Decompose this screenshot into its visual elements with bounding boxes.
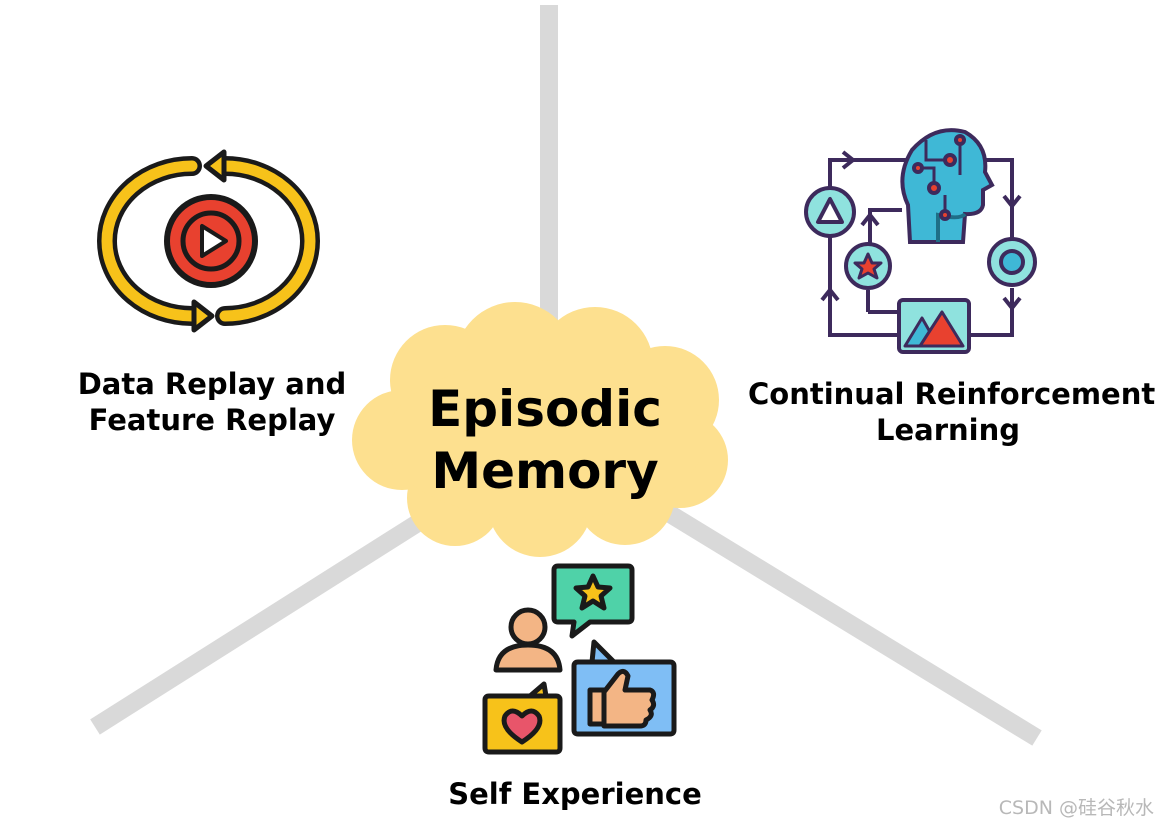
social-feedback-icon bbox=[482, 563, 677, 755]
replay-cycle-icon bbox=[97, 149, 320, 333]
center-title: Episodic Memory bbox=[415, 378, 675, 502]
label-data-replay: Data Replay and Feature Replay bbox=[62, 366, 362, 439]
watermark: CSDN @硅谷秋水 bbox=[998, 797, 1154, 819]
label-data-replay-line2: Feature Replay bbox=[88, 403, 336, 438]
label-continual-rl-line2: Learning bbox=[875, 413, 1020, 448]
label-continual-rl: Continual Reinforcement Learning bbox=[748, 376, 1156, 449]
center-title-line1: Episodic bbox=[428, 380, 662, 438]
label-data-replay-line1: Data Replay and bbox=[77, 367, 347, 401]
ai-head-cycle-icon bbox=[804, 128, 1037, 354]
label-self-experience: Self Experience bbox=[420, 776, 730, 812]
label-continual-rl-line1: Continual Reinforcement bbox=[748, 377, 1156, 411]
label-self-experience-line1: Self Experience bbox=[448, 777, 702, 811]
cloud-shape bbox=[352, 302, 728, 557]
center-title-line2: Memory bbox=[431, 442, 659, 500]
